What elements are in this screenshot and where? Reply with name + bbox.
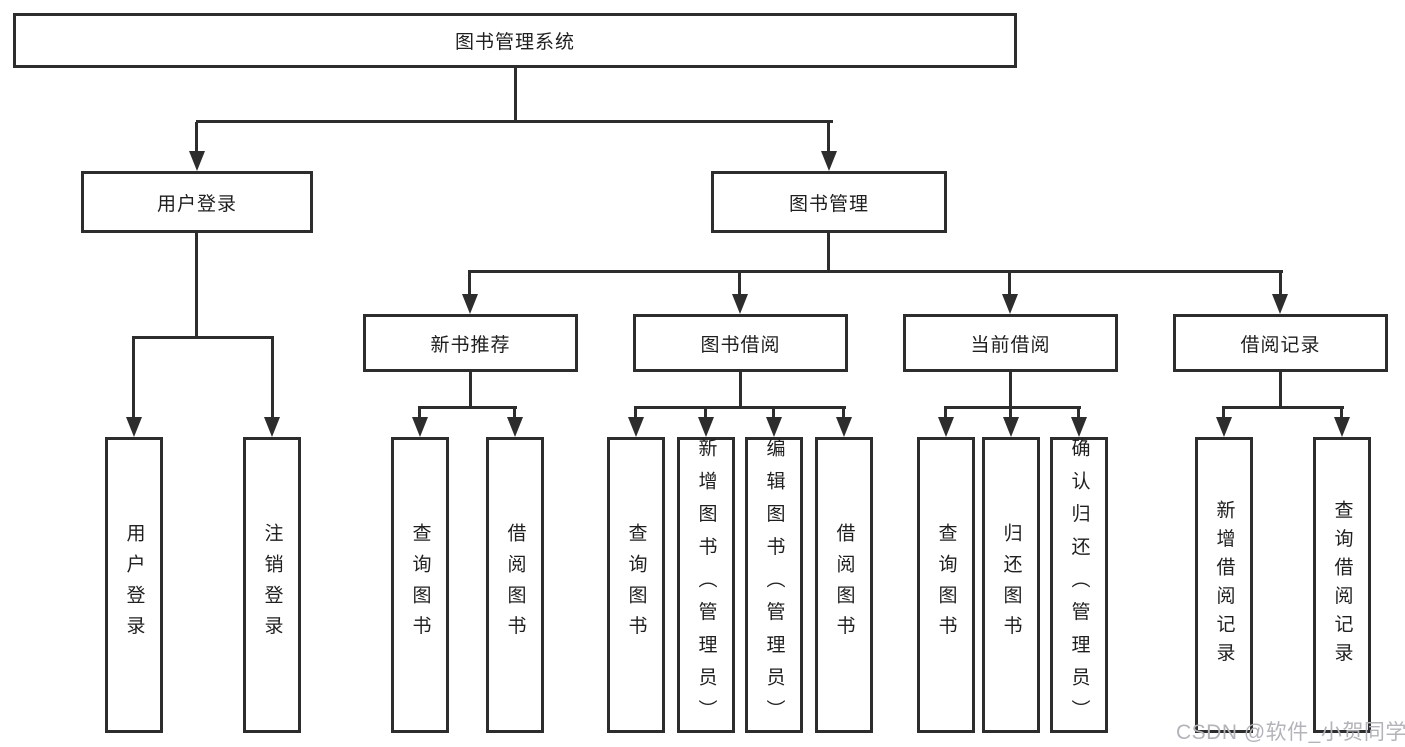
connector-current-bar	[944, 406, 1081, 409]
arrowhead-records-query	[1334, 417, 1350, 437]
connector-recommend-stem	[469, 372, 472, 409]
node-label: 当前借阅	[970, 334, 1051, 356]
leaf-label: 注销登录	[261, 523, 283, 647]
connector-records-drop-1	[1222, 408, 1225, 418]
connector-book-mgmt-drop-3	[1008, 272, 1011, 296]
node-label: 借阅记录	[1240, 334, 1321, 356]
node-label: 图书管理系统	[454, 32, 575, 53]
connector-recommend-drop-1	[418, 408, 421, 418]
connector-user-login-drop-2	[271, 338, 274, 418]
connector-book-mgmt-drop-4	[1279, 272, 1282, 296]
leaf-label: 新增借阅记录	[1213, 499, 1235, 671]
connector-records-drop-2	[1340, 408, 1343, 418]
leaf-label: 查询图书	[935, 523, 957, 647]
leaf-label: 编辑图书（管理员）	[763, 437, 785, 733]
connector-book-mgmt-drop-1	[468, 272, 471, 296]
node-label: 图书管理	[788, 193, 869, 215]
arrowhead-current-borrow	[1002, 294, 1018, 314]
connector-records-bar	[1222, 406, 1344, 409]
connector-borrow-drop-2	[704, 408, 707, 418]
leaf-logout-login: 注销登录	[243, 437, 301, 733]
connector-root-drop-right	[827, 122, 830, 153]
leaf-label: 查询图书	[409, 523, 431, 647]
arrowhead-book-management	[821, 151, 837, 171]
leaf-query-books-recommend: 查询图书	[391, 437, 449, 733]
connector-book-mgmt-stem	[827, 233, 830, 272]
connector-root-drop-left	[195, 122, 198, 153]
connector-book-mgmt-drop-2	[738, 272, 741, 296]
arrowhead-new-book-recommend	[462, 294, 478, 314]
arrowhead-recommend-borrow	[507, 417, 523, 437]
leaf-label: 查询借阅记录	[1331, 499, 1353, 671]
connector-borrow-bar	[634, 406, 846, 409]
leaf-query-books-current: 查询图书	[917, 437, 975, 733]
node-new-book-recommend: 新书推荐	[363, 314, 578, 372]
leaf-label: 借阅图书	[504, 523, 526, 647]
arrowhead-borrow-lend	[836, 417, 852, 437]
arrowhead-current-confirm	[1071, 417, 1087, 437]
connector-borrow-drop-1	[634, 408, 637, 418]
leaf-borrow-books-lend: 借阅图书	[815, 437, 873, 733]
leaf-add-borrow-record: 新增借阅记录	[1195, 437, 1253, 733]
node-label: 用户登录	[156, 193, 237, 215]
connector-current-drop-2	[1009, 408, 1012, 418]
leaf-edit-book-admin: 编辑图书（管理员）	[745, 437, 803, 733]
connector-user-login-drop-1	[132, 338, 135, 418]
leaf-confirm-return-admin: 确认归还（管理员）	[1050, 437, 1108, 733]
arrowhead-user-login	[189, 151, 205, 171]
connector-current-stem	[1009, 372, 1012, 409]
node-book-borrow: 图书借阅	[633, 314, 848, 372]
connector-recommend-bar	[418, 406, 517, 409]
node-user-login: 用户登录	[81, 171, 313, 233]
node-library-management-system: 图书管理系统	[13, 13, 1017, 68]
leaf-label: 确认归还（管理员）	[1068, 437, 1090, 733]
arrowhead-borrow-query	[628, 417, 644, 437]
leaf-add-book-admin: 新增图书（管理员）	[677, 437, 735, 733]
arrowhead-current-return	[1003, 417, 1019, 437]
arrowhead-book-borrow	[732, 294, 748, 314]
connector-root-bar	[196, 120, 833, 123]
node-label: 图书借阅	[700, 334, 781, 356]
connector-current-drop-1	[944, 408, 947, 418]
connector-user-login-bar	[132, 336, 274, 339]
connector-user-login-stem	[195, 233, 198, 339]
node-book-management: 图书管理	[711, 171, 947, 233]
leaf-query-borrow-record: 查询借阅记录	[1313, 437, 1371, 733]
leaf-return-book: 归还图书	[982, 437, 1040, 733]
arrowhead-leaf-logout	[264, 417, 280, 437]
connector-borrow-stem	[739, 372, 742, 409]
arrowhead-leaf-user-login	[126, 417, 142, 437]
arrowhead-borrow-add	[698, 417, 714, 437]
arrowhead-recommend-query	[412, 417, 428, 437]
connector-root-stem	[514, 68, 517, 123]
node-borrow-records: 借阅记录	[1173, 314, 1388, 372]
leaf-query-books-borrow: 查询图书	[607, 437, 665, 733]
arrowhead-records-add	[1216, 417, 1232, 437]
leaf-label: 查询图书	[625, 523, 647, 647]
node-label: 新书推荐	[430, 334, 511, 356]
leaf-user-login: 用户登录	[105, 437, 163, 733]
connector-borrow-drop-4	[842, 408, 845, 418]
connector-recommend-drop-2	[513, 408, 516, 418]
arrowhead-current-query	[938, 417, 954, 437]
connector-borrow-drop-3	[772, 408, 775, 418]
leaf-label: 归还图书	[1000, 523, 1022, 647]
arrowhead-borrow-edit	[766, 417, 782, 437]
leaf-borrow-books-recommend: 借阅图书	[486, 437, 544, 733]
arrowhead-borrow-records	[1272, 294, 1288, 314]
csdn-watermark: CSDN @软件_小贺同学	[1176, 721, 1405, 744]
connector-records-stem	[1279, 372, 1282, 409]
leaf-label: 借阅图书	[833, 523, 855, 647]
leaf-label: 用户登录	[123, 523, 145, 647]
leaf-label: 新增图书（管理员）	[695, 437, 717, 733]
node-current-borrow: 当前借阅	[903, 314, 1118, 372]
connector-current-drop-3	[1077, 408, 1080, 418]
connector-book-mgmt-bar	[468, 270, 1283, 273]
